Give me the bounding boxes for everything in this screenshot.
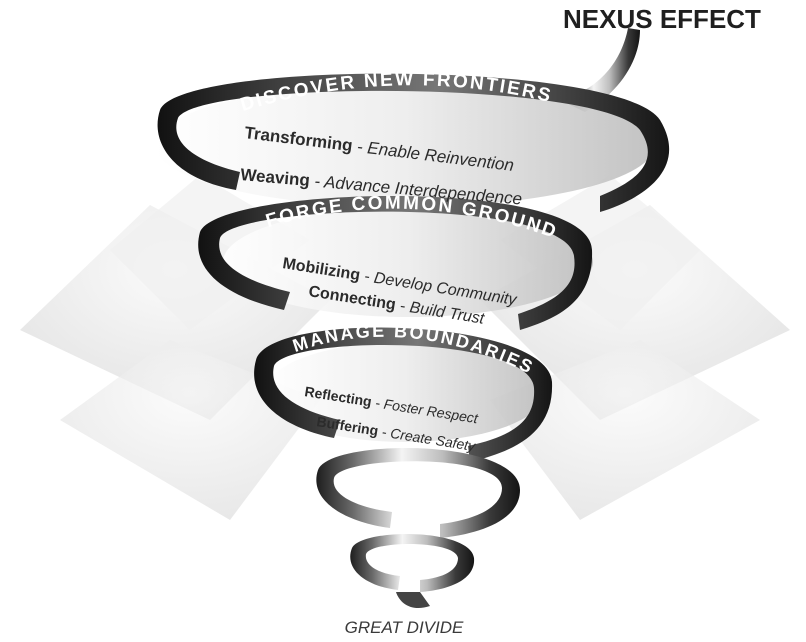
ribbon-bottom-tip xyxy=(396,592,430,609)
ribbon-loop-3-inner xyxy=(265,342,545,442)
separator: - xyxy=(359,267,376,286)
ribbon-loop-4 xyxy=(316,448,520,538)
ribbon-loop-2 xyxy=(198,195,593,330)
ribbon-loop-3 xyxy=(254,327,553,462)
separator: - xyxy=(309,171,325,191)
separator: - xyxy=(377,423,392,441)
diagram-title: NEXUS EFFECT xyxy=(563,4,761,34)
fan-right-top xyxy=(500,175,700,330)
separator: - xyxy=(370,394,385,412)
spiral-ribbon xyxy=(155,28,670,609)
ribbon-loop-1-inner xyxy=(155,83,655,207)
fan-left-lower xyxy=(60,340,320,520)
bottom-label: GREAT DIVIDE xyxy=(345,618,464,637)
ribbon-loop-5 xyxy=(350,534,475,592)
separator: - xyxy=(394,297,411,316)
separator: - xyxy=(351,136,368,157)
fan-right-lower xyxy=(490,340,760,520)
ribbon-loop-2-inner xyxy=(223,207,593,317)
ribbon-loop-1 xyxy=(157,73,670,212)
